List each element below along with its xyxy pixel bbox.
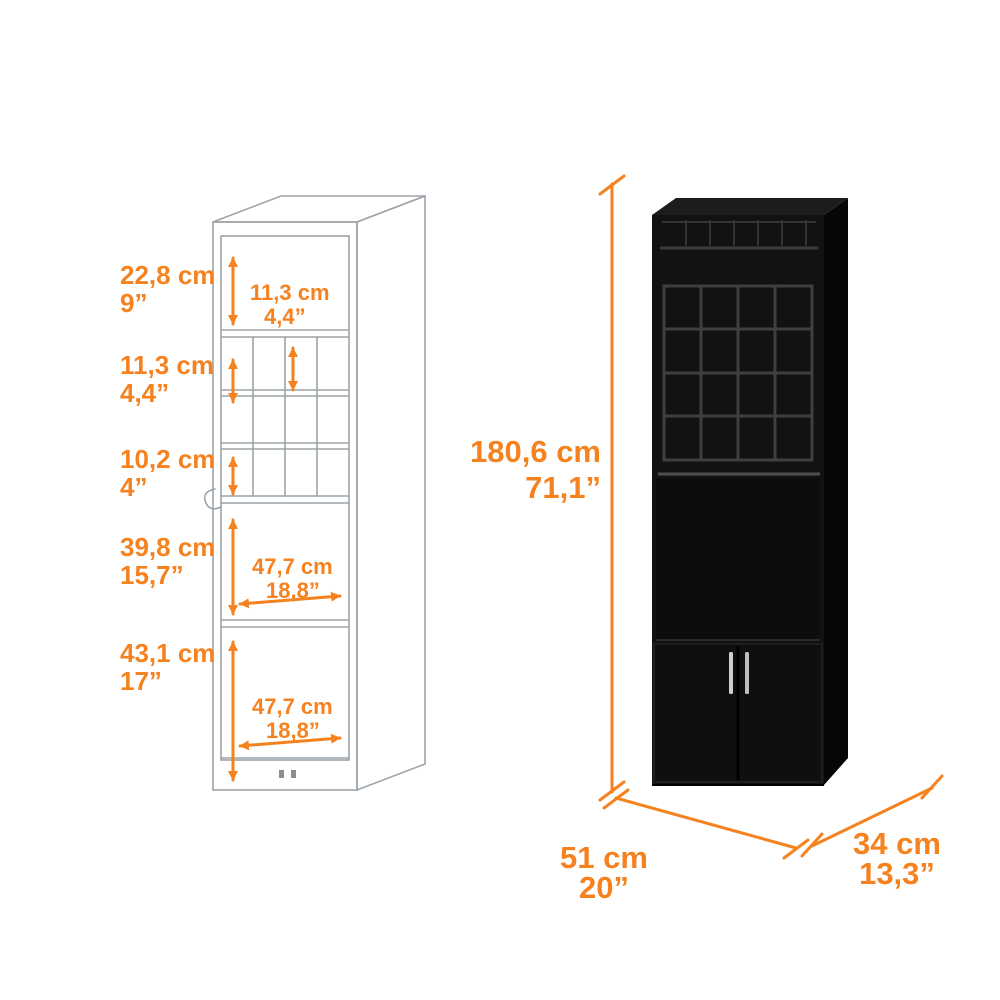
depth-tick-right — [920, 774, 944, 800]
dim-label-mid-section-cm: 39,8 cm — [120, 532, 215, 562]
open-shelf-cavity — [656, 478, 820, 640]
cabinet-doors — [653, 643, 823, 783]
width-tick-right — [782, 838, 810, 860]
wireframe-cabinet — [203, 194, 426, 792]
depth-label-cm: 34 cm — [853, 826, 941, 861]
cabinet-top-face — [652, 198, 848, 215]
dim-label-inner-width1-cm: 47,7 cm — [252, 554, 333, 579]
dim-label-cube-row2-inch: 4” — [120, 472, 147, 502]
dim-label-mid-section-inch: 15,7” — [120, 560, 184, 590]
stemware-rack — [660, 220, 818, 250]
door-handle-right — [745, 652, 749, 694]
wire-foot-mark-1 — [279, 770, 284, 778]
depth-dimension-line — [810, 786, 934, 848]
dim-label-inner-width2-cm: 47,7 cm — [252, 694, 333, 719]
wire-side-face — [356, 194, 426, 792]
wine-cube-grid — [662, 284, 814, 462]
dim-label-top-section-inch: 9” — [120, 288, 147, 318]
height-label-inch: 71,1” — [525, 470, 601, 505]
height-label-cm: 180,6 cm — [470, 434, 601, 469]
dim-label-inner-width1-inch: 18,8” — [266, 578, 320, 603]
wire-cube-dividers — [252, 336, 318, 497]
door-handle-left — [729, 652, 733, 694]
dim-label-top-section-cm: 22,8 cm — [120, 260, 215, 290]
width-label-cm: 51 cm — [560, 840, 648, 875]
dim-arrow-inner-width-2 — [238, 733, 342, 751]
dim-label-cube-row-cm: 11,3 cm — [120, 350, 214, 380]
width-label-inch: 20” — [579, 870, 629, 905]
dim-arrow-inner-width-1 — [238, 591, 342, 609]
width-tick-left — [602, 788, 630, 810]
dim-label-inner-width2-inch: 18,8” — [266, 718, 320, 743]
right-dimensions: 180,6 cm 71,1” 51 cm 20” 34 cm 13,3” — [470, 174, 944, 905]
dim-label-cube-row-inch: 4,4” — [120, 378, 169, 408]
wire-foot-mark-2 — [291, 770, 296, 778]
wire-inner-frame — [220, 235, 350, 761]
cabinet-side-face — [824, 198, 848, 785]
depth-tick-left — [800, 832, 824, 858]
dim-label-bottom-section-inch: 17” — [120, 666, 162, 696]
left-dimensions: 22,8 cm 9” 11,3 cm 4,4” 10,2 cm 4” 39,8 … — [120, 256, 342, 782]
depth-label-inch: 13,3” — [859, 856, 935, 891]
wire-key-hook — [203, 488, 222, 510]
width-dimension-line — [614, 796, 798, 850]
dim-label-inner-cube-cm: 11,3 cm — [250, 280, 330, 305]
rendered-cabinet — [652, 198, 848, 786]
height-tick-top — [598, 174, 626, 196]
height-tick-bottom — [598, 780, 626, 802]
dim-label-inner-cube-inch: 4,4” — [264, 304, 306, 329]
dim-label-bottom-section-cm: 43,1 cm — [120, 638, 215, 668]
wire-front-face — [212, 221, 358, 791]
dim-label-cube-row2-cm: 10,2 cm — [120, 444, 215, 474]
